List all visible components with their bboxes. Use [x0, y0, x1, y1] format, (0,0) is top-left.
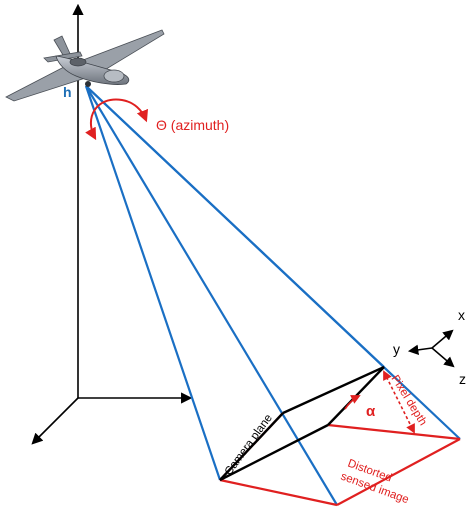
camera-plane-edge-left	[219, 412, 284, 481]
camera-rays	[84, 85, 461, 506]
axis-x-label: x	[458, 307, 465, 323]
axis-z-label: z	[459, 371, 466, 387]
alpha-angle-arc	[344, 395, 361, 410]
distorted-edge-bottom-right	[336, 438, 461, 506]
distorted-edge-top	[327, 423, 461, 441]
ray-to-top-corner	[85, 85, 385, 368]
azimuth-label: Θ (azimuth)	[156, 117, 229, 133]
pixel-depth-arrow	[383, 370, 415, 434]
camera-plane-edge-near	[219, 423, 329, 482]
local-axis-x	[431, 329, 454, 349]
camera-plane-label: Camera plane	[223, 412, 275, 477]
curved-arrow-icon	[85, 98, 149, 141]
distorted-edge-bottom-left	[219, 478, 338, 507]
camera-plane-edge-right	[327, 366, 385, 426]
local-axes	[407, 329, 455, 368]
ray-to-bottom-corner	[85, 85, 338, 506]
local-axis-y	[407, 344, 433, 356]
ray-to-left-corner	[84, 85, 222, 481]
local-axis-z	[431, 347, 455, 368]
axis-y-label: y	[393, 341, 400, 357]
camera-plane	[219, 365, 385, 482]
camera-plane-edge-far	[282, 365, 385, 415]
depth-axis	[31, 397, 79, 445]
pixel-depth-label: Pixel depth	[388, 373, 428, 428]
alpha-label: α	[366, 403, 376, 420]
uav-drone-icon	[5, 29, 165, 102]
height-label: h	[63, 84, 72, 100]
